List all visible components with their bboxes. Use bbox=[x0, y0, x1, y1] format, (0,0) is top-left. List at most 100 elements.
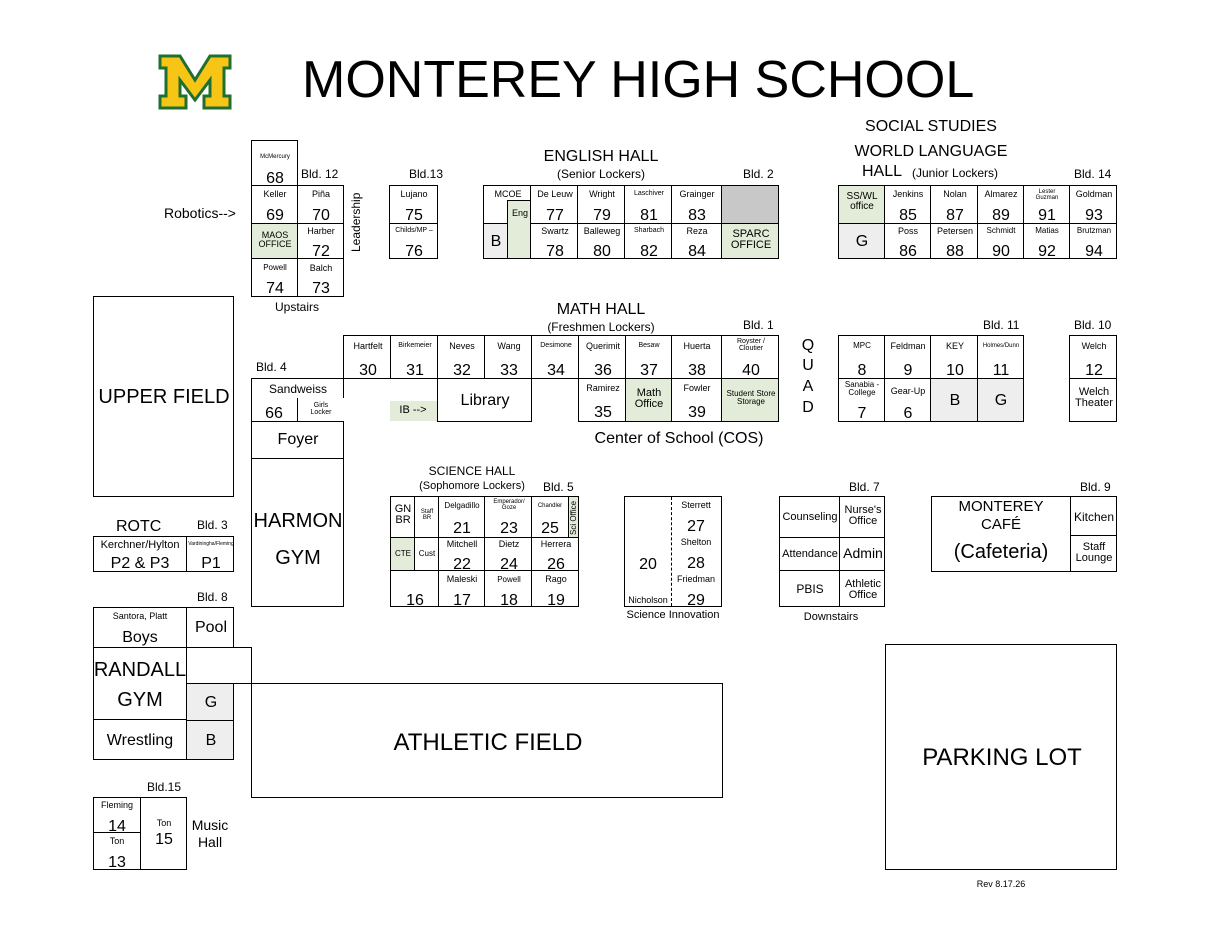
staff-br[interactable]: Staff BR bbox=[414, 496, 439, 538]
room-80[interactable]: Balleweg 80 bbox=[577, 223, 625, 260]
sci-office[interactable]: Sci Office bbox=[568, 496, 579, 538]
room-76[interactable]: Childs/MP – 76 bbox=[389, 223, 438, 260]
room-8[interactable]: MPC 8 bbox=[838, 335, 885, 379]
restroom-b-bld11[interactable]: B bbox=[930, 378, 978, 422]
room-90[interactable]: Schmidt 90 bbox=[977, 223, 1024, 260]
room-34[interactable]: Desimone 34 bbox=[531, 335, 579, 379]
sswl-office[interactable]: SS/WL office bbox=[838, 185, 885, 224]
room-39[interactable]: Fowler 39 bbox=[671, 378, 722, 422]
room-33[interactable]: Wang 33 bbox=[484, 335, 532, 379]
welch-theater[interactable]: Welch Theater bbox=[1069, 378, 1117, 422]
harmon-gym[interactable]: HARMON GYM bbox=[251, 458, 344, 607]
room-p1[interactable]: Vardiningha/Fleming P1 bbox=[186, 536, 234, 572]
room-9[interactable]: Feldman 9 bbox=[884, 335, 931, 379]
pbis[interactable]: PBIS bbox=[779, 571, 840, 607]
room-p2-p3[interactable]: Kerchner/Hylton P2 & P3 bbox=[93, 536, 187, 572]
math-office[interactable]: Math Office bbox=[625, 378, 672, 422]
room-89[interactable]: Almarez 89 bbox=[977, 185, 1024, 224]
staff-lounge[interactable]: Staff Lounge bbox=[1070, 535, 1117, 572]
room-10[interactable]: KEY 10 bbox=[930, 335, 978, 379]
room-37[interactable]: Besaw 37 bbox=[625, 335, 672, 379]
room-22[interactable]: Mitchell 22 bbox=[438, 537, 485, 573]
counseling[interactable]: Counseling bbox=[779, 496, 840, 538]
room-86[interactable]: Poss 86 bbox=[884, 223, 931, 260]
student-store-storage[interactable]: Student Store Storage bbox=[721, 378, 779, 422]
gn-br[interactable]: GN BR bbox=[390, 496, 415, 538]
room-74[interactable]: Powell 74 bbox=[251, 258, 298, 297]
room-87[interactable]: Nolan 87 bbox=[930, 185, 978, 224]
room-30[interactable]: Hartfelt 30 bbox=[343, 335, 391, 379]
cte-room[interactable]: CTE bbox=[390, 537, 415, 571]
room-38[interactable]: Huerta 38 bbox=[671, 335, 722, 379]
boys-locker[interactable]: Santora, Platt Boys bbox=[93, 607, 187, 648]
room-16[interactable]: 16 bbox=[390, 571, 439, 609]
room-92[interactable]: Matias 92 bbox=[1023, 223, 1070, 260]
restroom-b-english[interactable]: B bbox=[483, 223, 508, 259]
room-94[interactable]: Brutzman 94 bbox=[1069, 223, 1117, 260]
athletic-office[interactable]: Athletic Office bbox=[839, 571, 885, 607]
room-12[interactable]: Welch 12 bbox=[1069, 335, 1117, 379]
room-85[interactable]: Jenkins 85 bbox=[884, 185, 931, 224]
room-15[interactable]: Ton 15 bbox=[140, 797, 187, 870]
room-19[interactable]: Rago 19 bbox=[531, 570, 579, 609]
room-23[interactable]: Emperador/ Goze 23 bbox=[484, 496, 532, 538]
restroom-g-bld11[interactable]: G bbox=[977, 378, 1024, 422]
restroom-g-social[interactable]: G bbox=[838, 223, 885, 259]
room-6[interactable]: Gear-Up 6 bbox=[884, 378, 931, 422]
room-69[interactable]: Keller 69 bbox=[251, 185, 298, 224]
room-21[interactable]: Delgadillo 21 bbox=[438, 496, 485, 538]
room-24[interactable]: Dietz 24 bbox=[484, 537, 532, 573]
room-75[interactable]: Lujano 75 bbox=[389, 185, 438, 224]
maos-office[interactable]: MAOS OFFICE bbox=[251, 223, 298, 259]
room-77[interactable]: De Leuw 77 bbox=[530, 185, 578, 224]
foyer[interactable]: Foyer bbox=[251, 421, 344, 459]
attendance[interactable]: Attendance bbox=[779, 537, 840, 571]
room-11[interactable]: Holmes/Dunn 11 bbox=[977, 335, 1024, 379]
admin[interactable]: Admin bbox=[839, 537, 885, 571]
room-88[interactable]: Petersen 88 bbox=[930, 223, 978, 260]
room-93[interactable]: Goldman 93 bbox=[1069, 185, 1117, 224]
cafeteria[interactable]: MONTEREY CAFÉ (Cafeteria) bbox=[931, 496, 1071, 572]
room-26[interactable]: Herrera 26 bbox=[531, 537, 579, 573]
girls-locker[interactable]: Girls Locker bbox=[297, 398, 344, 422]
room-13[interactable]: Ton 13 bbox=[93, 832, 141, 871]
room-7[interactable]: Sanabia - College 7 bbox=[838, 378, 885, 422]
restroom-b-randall[interactable]: B bbox=[186, 720, 234, 760]
room-78[interactable]: Swartz 78 bbox=[530, 223, 578, 260]
room-83[interactable]: Grainger 83 bbox=[671, 185, 722, 224]
kitchen[interactable]: Kitchen bbox=[1070, 496, 1117, 536]
room-40[interactable]: Royster / Cloutier 40 bbox=[721, 335, 779, 379]
upper-field[interactable]: UPPER FIELD bbox=[93, 296, 234, 497]
room-73[interactable]: Balch 73 bbox=[297, 258, 344, 297]
room-84[interactable]: Reza 84 bbox=[671, 223, 722, 260]
custodial-room[interactable]: Cust bbox=[414, 537, 439, 571]
room-36[interactable]: Querimit 36 bbox=[578, 335, 626, 379]
room-81[interactable]: Laschiver 81 bbox=[624, 185, 672, 224]
room-32[interactable]: Neves 32 bbox=[437, 335, 485, 379]
room-82[interactable]: Sharbach 82 bbox=[624, 223, 672, 260]
room-72[interactable]: Harber 72 bbox=[297, 223, 344, 260]
room-91[interactable]: Lester Guzman 91 bbox=[1023, 185, 1070, 224]
room-17[interactable]: Maleski 17 bbox=[438, 570, 485, 609]
wrestling[interactable]: Wrestling bbox=[93, 719, 187, 760]
school-logo bbox=[158, 54, 232, 110]
eng-room[interactable]: Eng bbox=[507, 200, 531, 259]
pool[interactable]: Pool bbox=[186, 607, 234, 648]
restroom-g-randall[interactable]: G bbox=[186, 683, 234, 721]
room-79[interactable]: Wright 79 bbox=[577, 185, 625, 224]
room-25[interactable]: Chandler 25 bbox=[531, 496, 569, 538]
room-18[interactable]: Powell 18 bbox=[484, 570, 532, 609]
randall-gym[interactable]: RANDALL GYM bbox=[93, 647, 187, 720]
room-31[interactable]: Birkemeier 31 bbox=[390, 335, 438, 379]
room-14[interactable]: Fleming 14 bbox=[93, 797, 141, 835]
nurses-office[interactable]: Nurse's Office bbox=[839, 496, 885, 538]
room-35[interactable]: Ramirez 35 bbox=[578, 378, 626, 422]
athletic-field[interactable]: ATHLETIC FIELD bbox=[251, 683, 723, 798]
parking-lot[interactable]: PARKING LOT bbox=[885, 644, 1117, 870]
ib-arrow[interactable]: IB --> bbox=[390, 401, 437, 421]
room-70[interactable]: Piña 70 bbox=[297, 185, 344, 224]
sparc-office[interactable]: SPARC OFFICE bbox=[721, 223, 779, 259]
library[interactable]: Library bbox=[437, 378, 532, 422]
room-68[interactable]: McMercury 68 bbox=[251, 140, 298, 187]
room-20[interactable]: 20 Nicholson bbox=[624, 496, 722, 607]
